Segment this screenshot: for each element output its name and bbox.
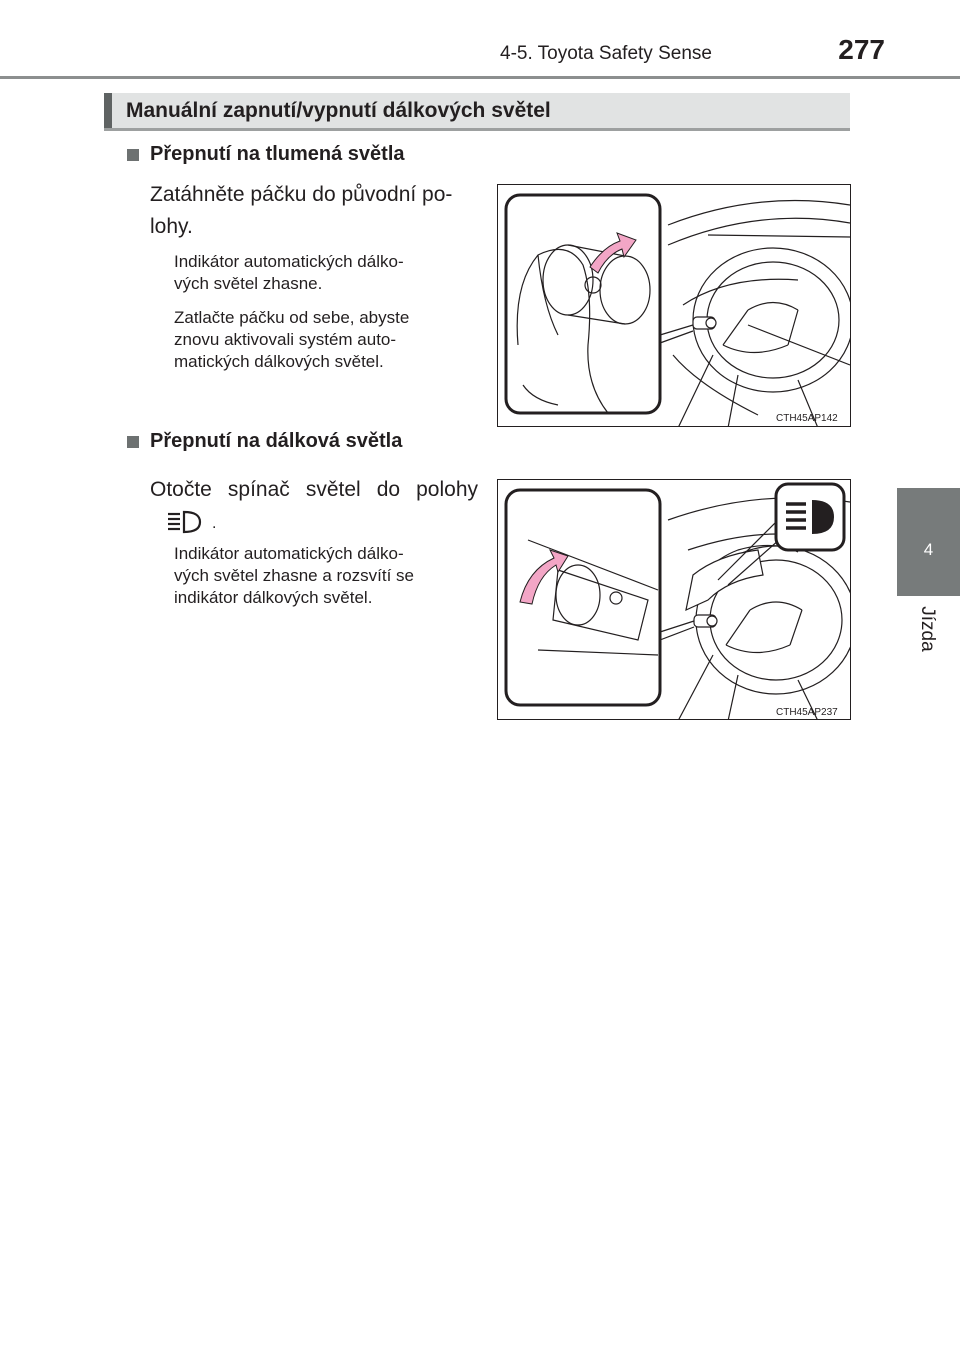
instruction-high-beam: Otočte spínač světel do polohy [150, 474, 478, 506]
note-line: matických dálkových světel. [174, 352, 384, 371]
high-beam-icon: . [160, 506, 220, 536]
section-heading-underline [104, 128, 850, 131]
note-line: vých světel zhasne. [174, 274, 323, 293]
header-section-title: 4-5. Toyota Safety Sense [500, 43, 712, 64]
high-beam-indicator-icon [786, 500, 834, 534]
note-line: vých světel zhasne a rozsvítí se [174, 566, 414, 585]
note-low-beam-1: Indikátor automatických dálko- vých svět… [174, 251, 464, 295]
note-low-beam-2: Zatlačte páčku od sebe, abyste znovu akt… [174, 307, 464, 373]
figure-code-low-beam: CTH45AP142 [776, 413, 838, 424]
figure-low-beam: CTH45AP142 [497, 184, 851, 427]
figure-code-high-beam: CTH45AP237 [776, 707, 838, 718]
chapter-tab [897, 488, 960, 596]
note-line: Indikátor automatických dálko- [174, 252, 404, 271]
header-rule [0, 76, 960, 79]
note-high-beam-1: Indikátor automatických dálko- vých svět… [174, 543, 464, 609]
chapter-number: 4 [923, 540, 934, 559]
note-line: Zatlačte páčku od sebe, abyste [174, 308, 410, 327]
figure-high-beam: CTH45AP237 [497, 479, 851, 720]
section-heading: Manuální zapnutí/vypnutí dálkových světe… [104, 93, 850, 130]
instruction-tail: . [212, 515, 216, 532]
subheading-high-beam: Přepnutí na dálková světla [150, 430, 403, 452]
subheading-marker [127, 436, 139, 448]
figure-low-beam-illustration: CTH45AP142 [504, 193, 850, 426]
note-line: Indikátor automatických dálko- [174, 544, 404, 563]
instruction-line: Zatáhněte páčku do původní po- [150, 183, 453, 206]
subheading-low-beam: Přepnutí na tlumená světla [150, 143, 405, 165]
instruction-line: Otočte spínač světel do polohy [150, 478, 478, 501]
chapter-label-container: Jízda [902, 600, 952, 660]
section-heading-text: Manuální zapnutí/vypnutí dálkových světe… [126, 99, 551, 122]
subheading-marker [127, 149, 139, 161]
note-line: indikátor dálkových světel. [174, 588, 373, 607]
figure-high-beam-illustration: CTH45AP237 [504, 482, 850, 719]
page-number: 277 [838, 34, 885, 65]
instruction-line: lohy. [150, 215, 193, 238]
note-line: znovu aktivovali systém auto- [174, 330, 397, 349]
instruction-low-beam: Zatáhněte páčku do původní po- lohy. [150, 179, 478, 243]
chapter-label: Jízda [917, 606, 938, 652]
